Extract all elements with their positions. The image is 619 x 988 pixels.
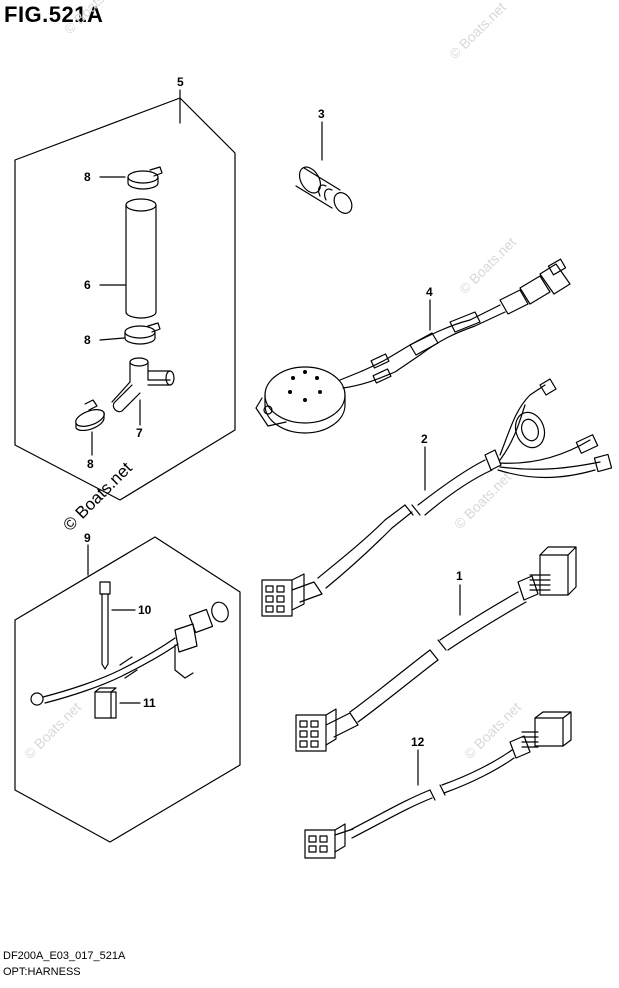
group-5-box bbox=[14, 89, 236, 501]
callout-8-top: 8 bbox=[84, 170, 91, 184]
callout-2: 2 bbox=[421, 432, 428, 446]
watermark-dark: © Boats.net bbox=[59, 458, 136, 535]
callout-4: 4 bbox=[426, 285, 433, 299]
ground-wire bbox=[30, 601, 229, 706]
grommet-plug bbox=[295, 121, 353, 214]
hose-clip-middle bbox=[99, 322, 161, 345]
callout-6: 6 bbox=[84, 278, 91, 292]
model-code-caption: DF200A_E03_017_521A bbox=[3, 950, 126, 962]
watermark-6: © Boats.net bbox=[61, 0, 124, 37]
hose-clip-bottom bbox=[75, 399, 105, 456]
watermark-3: © Boats.net bbox=[451, 469, 514, 532]
callout-8-middle: 8 bbox=[84, 333, 91, 347]
fuel-hose bbox=[99, 198, 157, 319]
hose-clip-top bbox=[99, 166, 163, 190]
callout-5: 5 bbox=[177, 75, 184, 89]
main-harness bbox=[261, 378, 613, 617]
buzzer-harness bbox=[255, 258, 571, 434]
callout-1: 1 bbox=[456, 569, 463, 583]
watermarks: © Boats.net © Boats.net © Boats.net © Bo… bbox=[21, 0, 524, 762]
callout-12: 12 bbox=[411, 735, 425, 749]
callout-10: 10 bbox=[138, 603, 152, 617]
watermark-1: © Boats.net bbox=[446, 0, 509, 62]
group-9-box bbox=[14, 536, 241, 843]
extension-harness-12 bbox=[304, 711, 572, 859]
diagram-name-caption: OPT:HARNESS bbox=[3, 966, 81, 978]
callout-9: 9 bbox=[84, 531, 91, 545]
callout-11: 11 bbox=[143, 696, 156, 710]
cable-tie bbox=[99, 581, 136, 670]
tee-joint bbox=[111, 357, 175, 426]
extension-harness-1 bbox=[295, 546, 577, 752]
terminal-cap bbox=[94, 687, 141, 719]
callout-3: 3 bbox=[318, 107, 325, 121]
figure-title: FIG.521A bbox=[4, 2, 104, 27]
watermark-4: © Boats.net bbox=[21, 699, 84, 762]
callout-8-bottom: 8 bbox=[87, 457, 94, 471]
callout-7: 7 bbox=[136, 426, 143, 440]
watermark-2: © Boats.net bbox=[456, 234, 519, 297]
